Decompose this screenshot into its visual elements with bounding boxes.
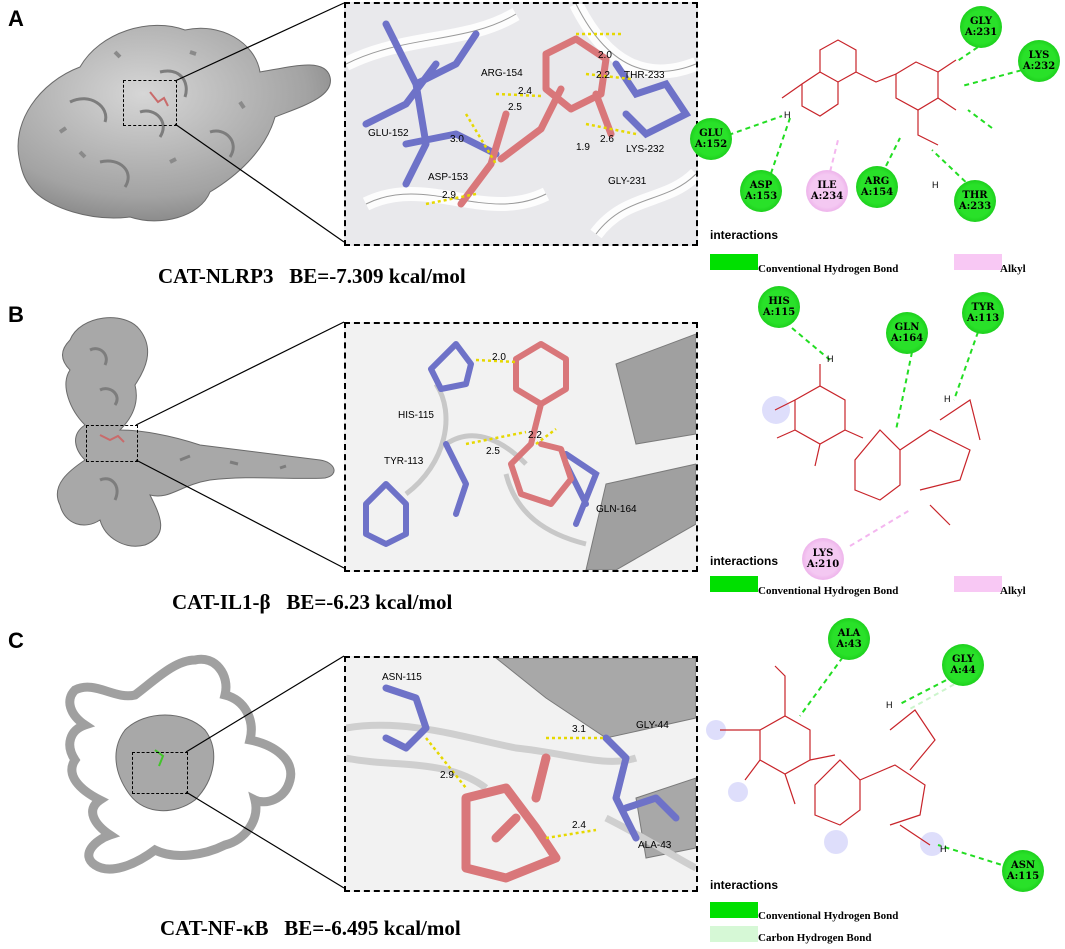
legend-swatch-hbond-c xyxy=(710,902,758,918)
distance-label: 2.0 xyxy=(598,50,612,61)
legend-label: Alkyl xyxy=(1000,263,1026,275)
caption-nfkb: CAT-NF-κB BE=-6.495 kcal/mol xyxy=(160,916,461,940)
panel-letter-c: C xyxy=(8,628,24,653)
svg-text:H: H xyxy=(932,180,939,190)
svg-text:H: H xyxy=(784,110,791,120)
selection-box-a xyxy=(123,80,177,126)
residue-label: GLY-44 xyxy=(636,720,669,731)
distance-label: 2.0 xyxy=(492,352,506,363)
residue-label: THR-233 xyxy=(624,70,665,81)
legend-label: Conventional Hydrogen Bond xyxy=(758,263,899,275)
distance-label: 2.2 xyxy=(596,70,610,81)
distance-label: 2.5 xyxy=(486,446,500,457)
residue-label: HIS-115 xyxy=(398,410,434,421)
legend-swatch-hbond-b xyxy=(710,576,758,592)
legend-label: Conventional Hydrogen Bond xyxy=(758,585,899,597)
residue-label: TYR-113 xyxy=(384,456,424,467)
docking-pose-nfkb xyxy=(346,658,696,883)
distance-label: 2.5 xyxy=(508,102,522,113)
legend-swatch-alkyl-a xyxy=(954,254,1002,270)
panel-letter-b: B xyxy=(8,302,24,327)
distance-label: 2.4 xyxy=(518,86,532,97)
distance-label: 2.4 xyxy=(572,820,586,831)
protein-surface-il1b xyxy=(56,317,335,547)
caption-nlrp3: CAT-NLRP3 BE=-7.309 kcal/mol xyxy=(158,264,466,288)
legend-swatch-hbond-a xyxy=(710,254,758,270)
zoom-connector-lines-b xyxy=(135,321,345,569)
distance-label: 2.9 xyxy=(440,770,454,781)
residue-label: ARG-154 xyxy=(481,68,523,79)
zoom-connector-lines-c xyxy=(185,655,345,889)
residue-label: LYS-232 xyxy=(626,144,665,155)
panel-letter-a: A xyxy=(8,6,24,31)
interaction-diagram-il1b: H H xyxy=(762,327,981,547)
legend-title-b: interactions xyxy=(710,554,779,568)
docking-pose-nlrp3 xyxy=(346,4,696,239)
docking-pose-il1b xyxy=(363,333,696,570)
residue-label: ASP-153 xyxy=(428,172,469,183)
legend-label: Conventional Hydrogen Bond xyxy=(758,910,899,922)
distance-label: 2.6 xyxy=(600,134,614,145)
residue-label: ASN-115 xyxy=(382,672,422,683)
zoom-view-nfkb: ASN-115 GLY-44 ALA-43 3.1 2.9 2.4 xyxy=(344,656,698,892)
distance-label: 3.0 xyxy=(450,134,464,145)
residue-label: ALA-43 xyxy=(638,840,672,851)
legend-swatch-carbon-hbond-c xyxy=(710,926,758,942)
selection-box-b xyxy=(86,425,138,462)
legend-title-a: interactions xyxy=(710,228,779,242)
legend-label: Alkyl xyxy=(1000,585,1026,597)
zoom-view-nlrp3: ARG-154 GLU-152 ASP-153 THR-233 LYS-232 … xyxy=(344,2,698,246)
legend-swatch-alkyl-b xyxy=(954,576,1002,592)
distance-label: 2.2 xyxy=(528,430,542,441)
svg-text:H: H xyxy=(886,700,893,710)
distance-label: 1.9 xyxy=(576,142,590,153)
residue-label: GLY-231 xyxy=(608,176,647,187)
legend-title-c: interactions xyxy=(710,878,779,892)
caption-il1b: CAT-IL1-β BE=-6.23 kcal/mol xyxy=(172,590,453,614)
residue-label: GLU-152 xyxy=(368,128,409,139)
svg-text:H: H xyxy=(940,844,947,854)
protein-surface-nfkb xyxy=(65,654,296,874)
legend-label: Carbon Hydrogen Bond xyxy=(758,932,872,944)
distance-label: 3.1 xyxy=(572,724,586,735)
selection-box-c xyxy=(132,752,188,794)
interaction-diagram-nfkb: H H xyxy=(706,649,1019,871)
svg-text:H: H xyxy=(827,354,834,364)
svg-text:H: H xyxy=(944,394,951,404)
zoom-connector-lines-a xyxy=(174,2,345,243)
zoom-view-il1b: HIS-115 TYR-113 GLN-164 2.0 2.2 2.5 xyxy=(344,322,698,572)
residue-label: GLN-164 xyxy=(596,504,637,515)
distance-label: 2.9 xyxy=(442,190,456,201)
protein-surface-nlrp3 xyxy=(17,24,331,222)
